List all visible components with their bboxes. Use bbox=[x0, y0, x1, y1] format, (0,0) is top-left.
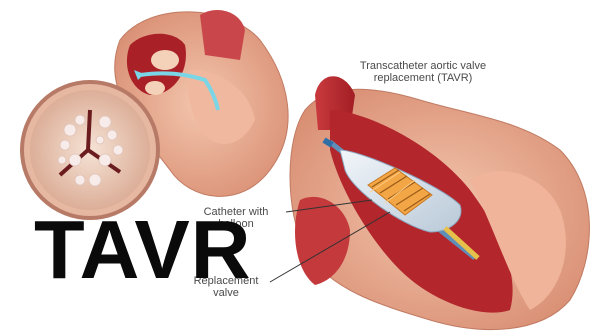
page-title: TAVR bbox=[34, 205, 252, 295]
procedure-caption-line1: Transcatheter aortic valve bbox=[338, 60, 508, 72]
stenosed-valve-inset bbox=[22, 82, 158, 218]
procedure-caption-line2: replacement (TAVR) bbox=[338, 72, 508, 84]
procedure-caption: Transcatheter aortic valve replacement (… bbox=[338, 60, 508, 84]
